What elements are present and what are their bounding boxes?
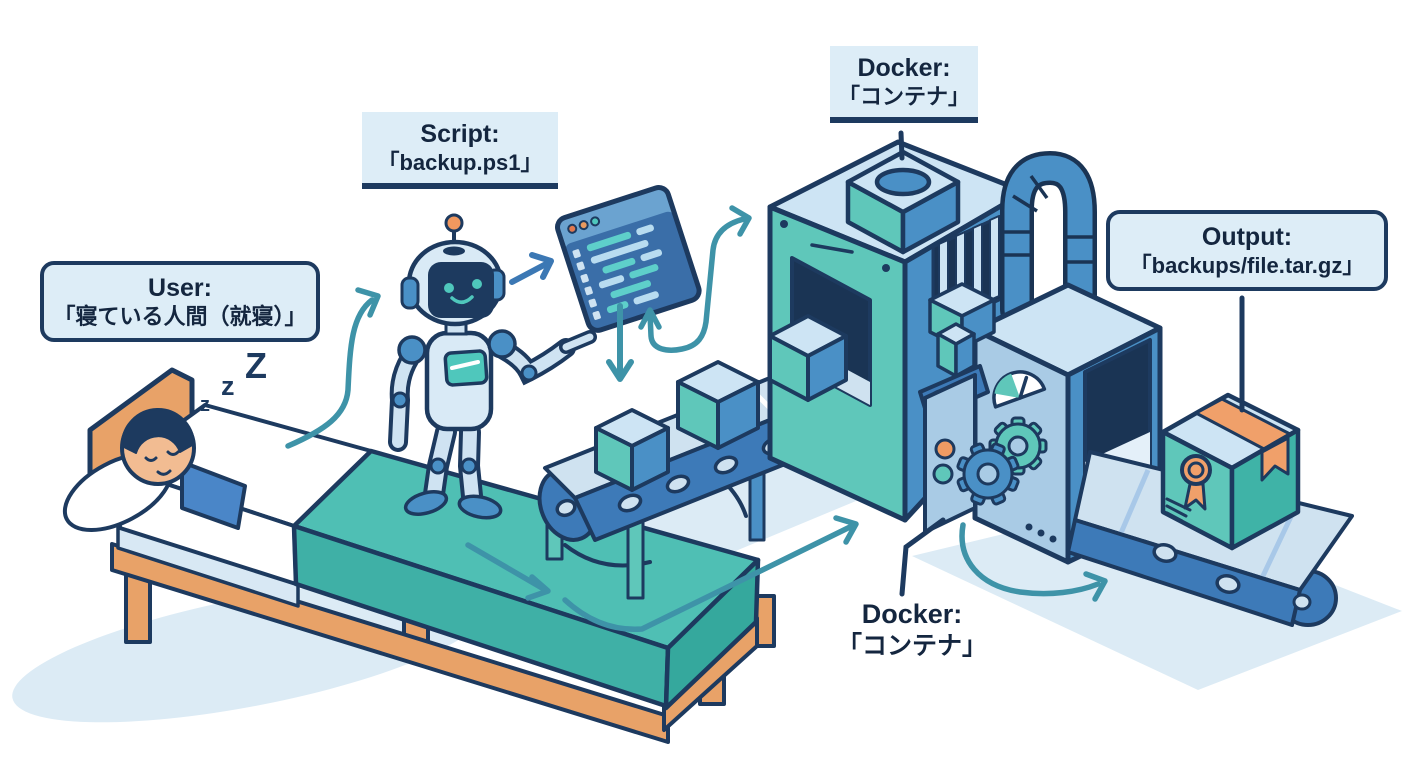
- flow-arrows: [285, 205, 1108, 632]
- belt-front-edge: [1066, 518, 1302, 627]
- user-label: User: 「寝ている人間（就寝）」: [40, 261, 320, 343]
- robot-knee-joint: [460, 457, 478, 475]
- window-dot-icon: [567, 223, 578, 234]
- teal-button: [932, 463, 954, 485]
- robot-eye: [472, 279, 482, 289]
- bed-rail: [110, 542, 670, 744]
- machine-seam: [810, 243, 854, 254]
- robot-face-screen: [428, 262, 494, 318]
- arrow-robot-to-script: [509, 252, 554, 285]
- window-dot-icon: [590, 216, 601, 227]
- machine-rivet: [780, 220, 788, 228]
- panel-dots: [1025, 523, 1057, 543]
- sleeping-mouth: [156, 469, 172, 476]
- docker-bottom-connector: [899, 517, 946, 597]
- arrow-swoosh-to-machine: [562, 515, 859, 632]
- docker-bottom-label-value: 「コンテナ」: [836, 631, 987, 660]
- box-tape-tail: [1260, 436, 1290, 482]
- label-connectors: [898, 130, 1245, 597]
- package-box: [594, 408, 670, 492]
- sleep-z-small: z: [200, 394, 210, 416]
- closed-eye: [166, 450, 180, 456]
- conveyor-leg: [626, 518, 645, 600]
- transfer-cube: [936, 322, 976, 378]
- script-label-title: Script:: [420, 120, 500, 148]
- robot-foot: [457, 494, 503, 520]
- docker-top-label-title: Docker:: [857, 54, 951, 82]
- package-box-entering: [768, 314, 848, 402]
- user-label-title: User:: [148, 274, 212, 302]
- package-box: [676, 360, 760, 450]
- connecting-pipe: [1000, 150, 1097, 327]
- arrow-bottom-left: [465, 542, 551, 601]
- arrow-s-curve: [638, 205, 752, 353]
- robot-assistant: [388, 213, 597, 520]
- belt-roller: [1292, 593, 1312, 611]
- ribbon-badge-icon: [1180, 454, 1212, 511]
- output-package-box: [1160, 392, 1301, 551]
- docker-bottom-label-title: Docker:: [861, 599, 963, 629]
- output-label-value: 「backups/file.tar.gz」: [1129, 252, 1365, 278]
- robot-elbow-joint: [520, 364, 538, 382]
- robot-foot: [403, 490, 449, 516]
- sleep-z-medium: z: [221, 371, 235, 401]
- gear-icon: [956, 442, 1020, 506]
- closed-eye: [144, 456, 158, 462]
- robot-antenna-ball: [444, 213, 464, 233]
- robot-elbow-joint: [391, 391, 409, 409]
- script-label: Script: 「backup.ps1」: [362, 112, 558, 190]
- docker-top-label: Docker: 「コンテナ」: [830, 46, 978, 124]
- output-label-title: Output:: [1201, 223, 1293, 251]
- docker-top-label-value: 「コンテナ」: [837, 83, 970, 109]
- robot-shoulder: [487, 329, 517, 359]
- docker-top-connector: [898, 130, 905, 161]
- sleeping-user-hair: [120, 408, 195, 454]
- belt-roller: [1215, 574, 1241, 594]
- arrow-under-machine: [959, 522, 1108, 602]
- belt-roller: [1152, 543, 1178, 563]
- gauge-icon: [992, 370, 1047, 409]
- robot-smile: [450, 295, 474, 304]
- user-label-value: 「寝ている人間（就寝）」: [53, 303, 307, 329]
- machine-rivet: [882, 264, 890, 272]
- terminal-code-lines: [586, 224, 663, 314]
- script-terminal-window: [555, 185, 702, 333]
- robot-shoulder: [397, 335, 427, 365]
- window-dot-icon: [578, 220, 589, 231]
- robot-eye: [444, 283, 454, 293]
- script-label-value: 「backup.ps1」: [377, 149, 543, 175]
- box-label-lines: [1165, 497, 1192, 523]
- robot-chest-panel: [443, 349, 489, 387]
- sleep-z-large: Z: [245, 345, 267, 386]
- robot-ear: [400, 276, 420, 310]
- sleeping-user-shirt: [180, 460, 247, 530]
- robot-knee-joint: [429, 457, 447, 475]
- terminal-line-numbers: [572, 249, 601, 320]
- machine-top-cube: [845, 149, 961, 255]
- belt-stripe: [1115, 469, 1151, 541]
- orange-button: [934, 438, 956, 460]
- chest-panel-glint: [450, 360, 480, 370]
- arrow-user-to-robot: [285, 287, 381, 449]
- output-label: Output: 「backups/file.tar.gz」: [1106, 210, 1388, 292]
- arrow-script-down: [606, 303, 634, 382]
- docker-bottom-label: Docker: 「コンテナ」: [824, 594, 1000, 665]
- antenna-base: [443, 246, 465, 256]
- pipe-ribs: [1004, 174, 1093, 264]
